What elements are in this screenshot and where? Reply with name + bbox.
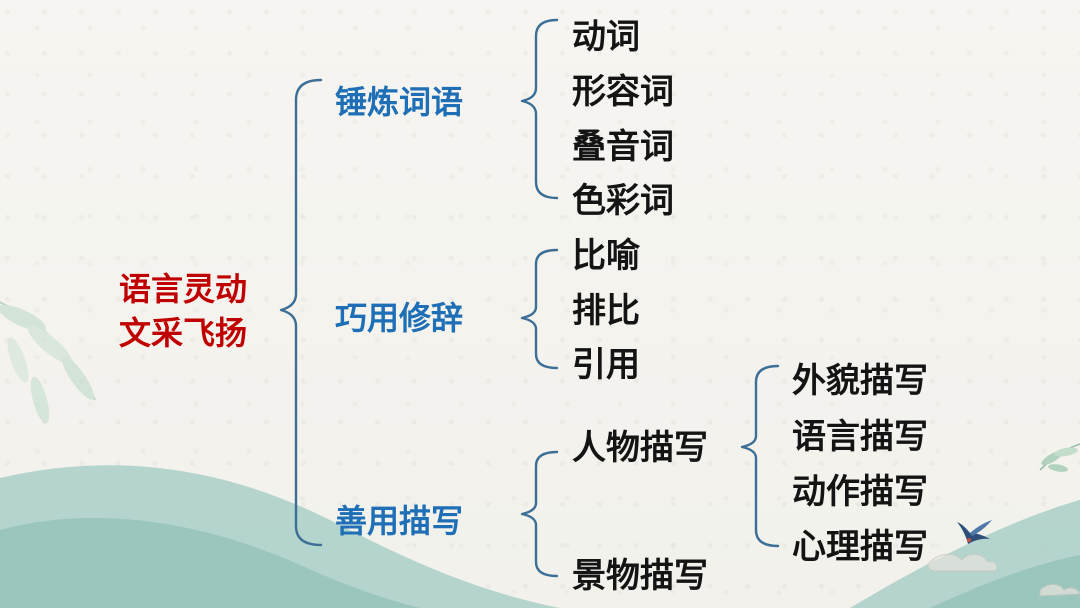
branch-description: 善用描写 — [335, 502, 464, 540]
leaf-color-word: 色彩词 — [572, 181, 674, 221]
leaf-quotation: 引用 — [572, 345, 640, 385]
leaf-sprig-left-icon — [0, 301, 96, 424]
cloud-swirl-icon — [927, 553, 1080, 597]
sub-bracket-character — [740, 364, 780, 548]
leaf-scenery-description: 景物描写 — [572, 556, 708, 596]
leaf-character-description: 人物描写 — [572, 428, 708, 468]
branch-word-refining: 锤炼词语 — [335, 83, 464, 121]
branch-3-bracket — [520, 450, 559, 578]
leaf-appearance-description: 外貌描写 — [792, 361, 928, 401]
leaf-psychology-description: 心理描写 — [792, 527, 928, 567]
root-bracket — [279, 78, 323, 547]
leaf-speech-description: 语言描写 — [792, 417, 928, 457]
leaf-adjective: 形容词 — [572, 72, 674, 112]
leaf-parallelism: 排比 — [572, 291, 640, 331]
leaf-metaphor: 比喻 — [572, 236, 640, 276]
leaf-action-description: 动作描写 — [792, 472, 928, 512]
branch-rhetoric: 巧用修辞 — [335, 299, 464, 337]
leaf-reduplicated-word: 叠音词 — [572, 127, 674, 167]
root-line-1: 语言灵动 — [118, 270, 247, 308]
branch-1-bracket — [520, 18, 559, 200]
root-node: 语言灵动 文采飞扬 — [108, 267, 258, 355]
swallow-bird-icon — [957, 520, 992, 544]
root-line-2: 文采飞扬 — [118, 314, 247, 352]
branch-2-bracket — [520, 248, 559, 370]
leaf-sprig-right-icon — [1039, 443, 1080, 472]
leaf-verb: 动词 — [572, 17, 640, 57]
